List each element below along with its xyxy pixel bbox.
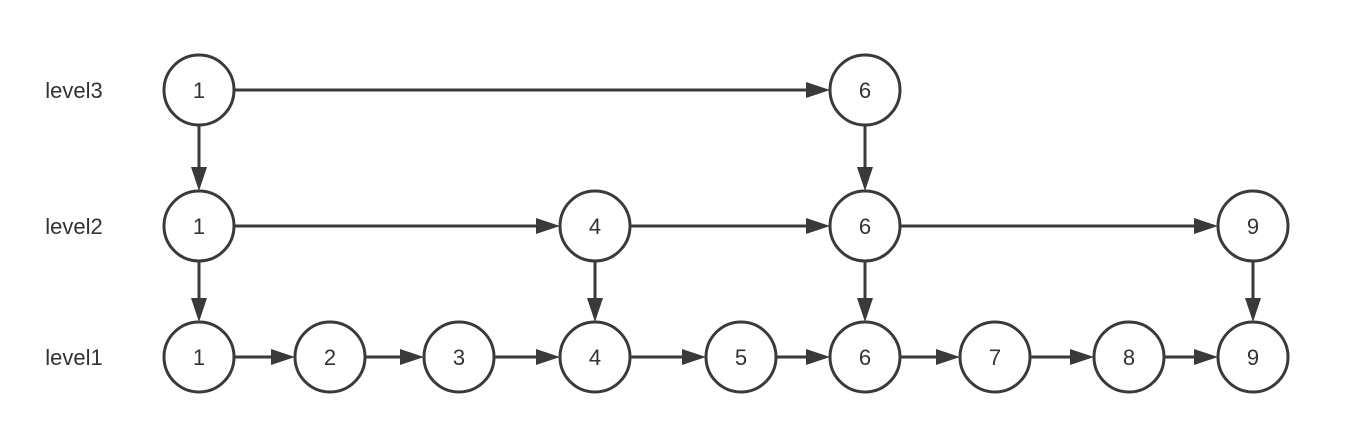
node-label: 3 (453, 345, 465, 370)
edge-down-level3-6 (857, 125, 873, 191)
node-level2-9: 9 (1216, 189, 1290, 263)
node-label: 9 (1247, 345, 1259, 370)
node-circle (958, 320, 1032, 394)
edge-level1-8-to-9-head (1194, 349, 1218, 365)
node-circle (162, 53, 236, 127)
node-circle (293, 320, 367, 394)
node-label: 7 (989, 345, 1001, 370)
edge-level2-1-to-4 (234, 218, 560, 234)
edge-level2-4-to-6-head (806, 218, 830, 234)
node-label: 5 (735, 345, 747, 370)
node-level1-9: 9 (1216, 320, 1290, 394)
node-label: 6 (859, 78, 871, 103)
node-circle (828, 53, 902, 127)
node-level1-6: 6 (828, 320, 902, 394)
edge-level1-3-to-4-head (536, 349, 560, 365)
node-label: 8 (1123, 345, 1135, 370)
node-circle (162, 320, 236, 394)
edge-level1-8-to-9 (1164, 349, 1218, 365)
edge-level2-6-to-9-head (1194, 218, 1218, 234)
edge-level1-5-to-6-head (806, 349, 830, 365)
node-label: 9 (1247, 214, 1259, 239)
edge-level1-6-to-7 (900, 349, 960, 365)
node-level2-1: 1 (162, 189, 236, 263)
node-circle (1216, 320, 1290, 394)
node-circle (704, 320, 778, 394)
edge-level3-1-to-6-head (806, 82, 830, 98)
edge-level1-4-to-5 (630, 349, 706, 365)
node-level2-6: 6 (828, 189, 902, 263)
edge-level1-2-to-3 (365, 349, 424, 365)
edge-level1-6-to-7-head (936, 349, 960, 365)
node-circle (1216, 189, 1290, 263)
node-level1-7: 7 (958, 320, 1032, 394)
node-circle (558, 320, 632, 394)
edge-level1-7-to-8 (1030, 349, 1094, 365)
level-label-level2: level2 (45, 214, 102, 239)
node-label: 1 (193, 78, 205, 103)
edge-down-level2-9 (1245, 261, 1261, 322)
node-circle (162, 189, 236, 263)
node-level1-5: 5 (704, 320, 778, 394)
edges (191, 82, 1261, 365)
edge-level2-6-to-9 (900, 218, 1218, 234)
node-circle (1092, 320, 1166, 394)
edge-level1-2-to-3-head (400, 349, 424, 365)
node-level1-8: 8 (1092, 320, 1166, 394)
node-level1-4: 4 (558, 320, 632, 394)
edge-level1-7-to-8-head (1070, 349, 1094, 365)
node-level3-6: 6 (828, 53, 902, 127)
node-circle (558, 189, 632, 263)
node-level1-3: 3 (422, 320, 496, 394)
edge-down-level3-1-head (191, 167, 207, 191)
level-label-level3: level3 (45, 78, 102, 103)
node-circle (422, 320, 496, 394)
node-label: 1 (193, 214, 205, 239)
edge-down-level2-1 (191, 261, 207, 322)
node-label: 2 (324, 345, 336, 370)
edge-down-level2-6 (857, 261, 873, 322)
edge-level1-5-to-6 (776, 349, 830, 365)
node-label: 4 (589, 214, 601, 239)
edge-down-level2-1-head (191, 298, 207, 322)
node-level1-2: 2 (293, 320, 367, 394)
edge-down-level2-9-head (1245, 298, 1261, 322)
node-label: 4 (589, 345, 601, 370)
node-label: 1 (193, 345, 205, 370)
edge-down-level2-4 (587, 261, 603, 322)
level-label-level1: level1 (45, 345, 102, 370)
edge-level3-1-to-6 (234, 82, 830, 98)
edge-down-level3-1 (191, 125, 207, 191)
level-labels: level3 level2 level1 (45, 78, 102, 370)
node-level1-1: 1 (162, 320, 236, 394)
edge-down-level3-6-head (857, 167, 873, 191)
edge-level1-1-to-2-head (271, 349, 295, 365)
edge-level2-4-to-6 (630, 218, 830, 234)
edge-down-level2-4-head (587, 298, 603, 322)
node-level2-4: 4 (558, 189, 632, 263)
node-level3-1: 1 (162, 53, 236, 127)
edge-level1-1-to-2 (234, 349, 295, 365)
node-label: 6 (859, 345, 871, 370)
edge-down-level2-6-head (857, 298, 873, 322)
node-label: 6 (859, 214, 871, 239)
edge-level2-1-to-4-head (536, 218, 560, 234)
node-circle (828, 189, 902, 263)
edge-level1-4-to-5-head (682, 349, 706, 365)
edge-level1-3-to-4 (494, 349, 560, 365)
node-circle (828, 320, 902, 394)
